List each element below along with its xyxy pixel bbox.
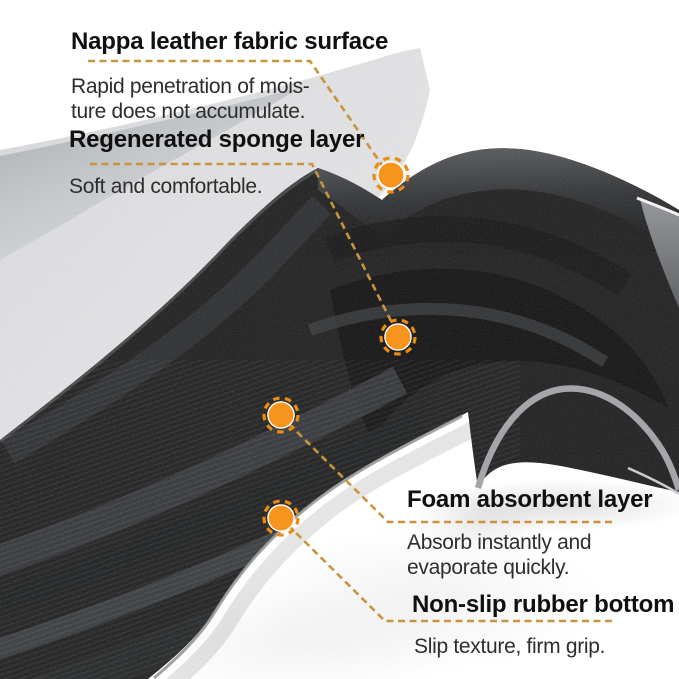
- callout-markers: [262, 156, 417, 537]
- callout-marker-icon: [379, 318, 417, 356]
- callout-line: [88, 59, 386, 169]
- callout-marker-icon: [262, 396, 300, 434]
- far-mat-edge: [640, 199, 679, 308]
- callout-line: [287, 524, 612, 623]
- callout-lines: [88, 59, 612, 623]
- callout-line: [90, 162, 396, 328]
- callout-line: [287, 422, 612, 524]
- wedge-shadow: [166, 419, 481, 679]
- callout-marker-icon: [262, 499, 300, 537]
- mat-edge-rim: [474, 385, 679, 491]
- callout-marker-icon: [372, 156, 410, 194]
- wedge-edge-rim: [153, 414, 463, 679]
